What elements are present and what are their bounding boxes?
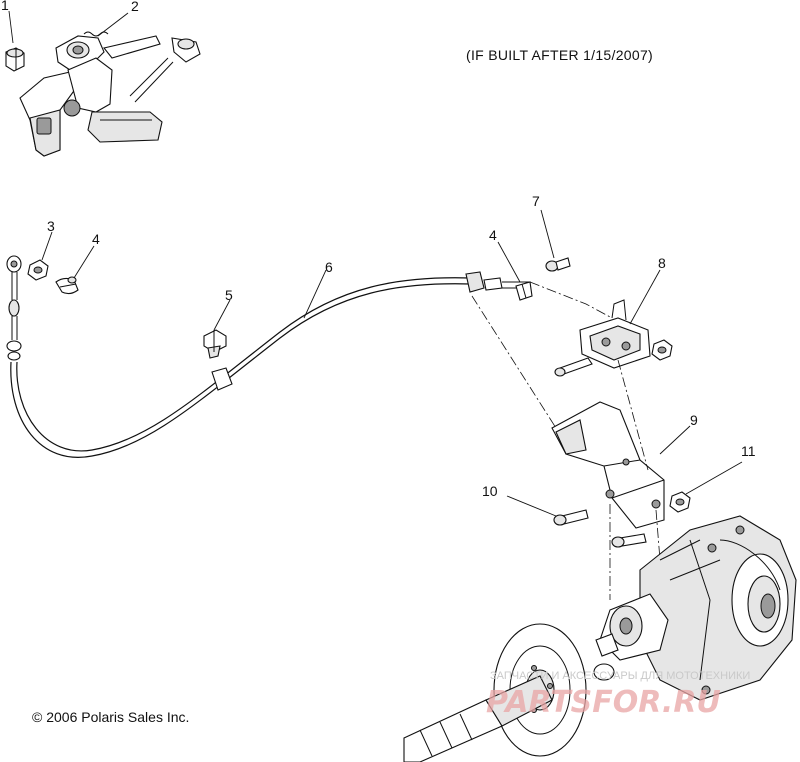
build-date-note: (IF BUILT AFTER 1/15/2007): [466, 47, 653, 63]
part-9-mounting-bracket: [551, 401, 665, 529]
part-2-brake-pedal-assembly: [19, 31, 201, 157]
leader-1: [8, 10, 14, 44]
part-7-clevis-pin: [545, 257, 571, 272]
leader-6: [303, 269, 327, 319]
part-5-push-clip: [203, 329, 227, 359]
callout-7: 7: [532, 193, 540, 209]
leader-10: [506, 495, 557, 517]
callout-2: 2: [131, 0, 139, 14]
leader-7: [540, 209, 555, 259]
callout-9: 9: [690, 412, 698, 428]
leader-4b: [497, 241, 521, 283]
part-1-nut: [5, 47, 25, 72]
watermark: ЗАПЧАСТИ И АКСЕССУАРЫ ДЛЯ МОТОТЕХНИКИ PA…: [486, 670, 750, 720]
watermark-tagline: ЗАПЧАСТИ И АКСЕССУАРЫ ДЛЯ МОТОТЕХНИКИ: [490, 670, 750, 682]
part-3-washer: [27, 259, 49, 281]
callout-8: 8: [658, 255, 666, 271]
callout-3: 3: [47, 218, 55, 234]
leader-3: [41, 231, 53, 261]
front-gearcase: [593, 515, 797, 701]
callout-4a: 4: [92, 231, 100, 247]
callout-5: 5: [225, 287, 233, 303]
leader-4a: [73, 245, 95, 279]
part-6-brake-cable: [6, 255, 530, 458]
callout-1: 1: [1, 0, 9, 13]
leader-2: [97, 12, 129, 37]
watermark-logo: PARTSFOR.RU: [486, 685, 721, 720]
leader-11: [685, 461, 743, 495]
copyright: © 2006 Polaris Sales Inc.: [32, 709, 189, 725]
part-4-clip: [55, 276, 79, 295]
part-8-caliper-bracket: [554, 299, 673, 377]
assembly-lines: [471, 281, 661, 600]
part-11-nut: [669, 491, 691, 513]
callout-10: 10: [482, 483, 498, 499]
leader-8: [629, 269, 661, 325]
callout-11: 11: [741, 443, 756, 459]
drive-shaft: [403, 675, 553, 762]
leader-5: [213, 299, 231, 331]
callout-4b: 4: [489, 227, 497, 243]
leader-9: [659, 425, 691, 455]
part-10-bolt: [553, 509, 647, 548]
callout-6: 6: [325, 259, 333, 275]
part-4-clevis-clip: [515, 281, 533, 301]
